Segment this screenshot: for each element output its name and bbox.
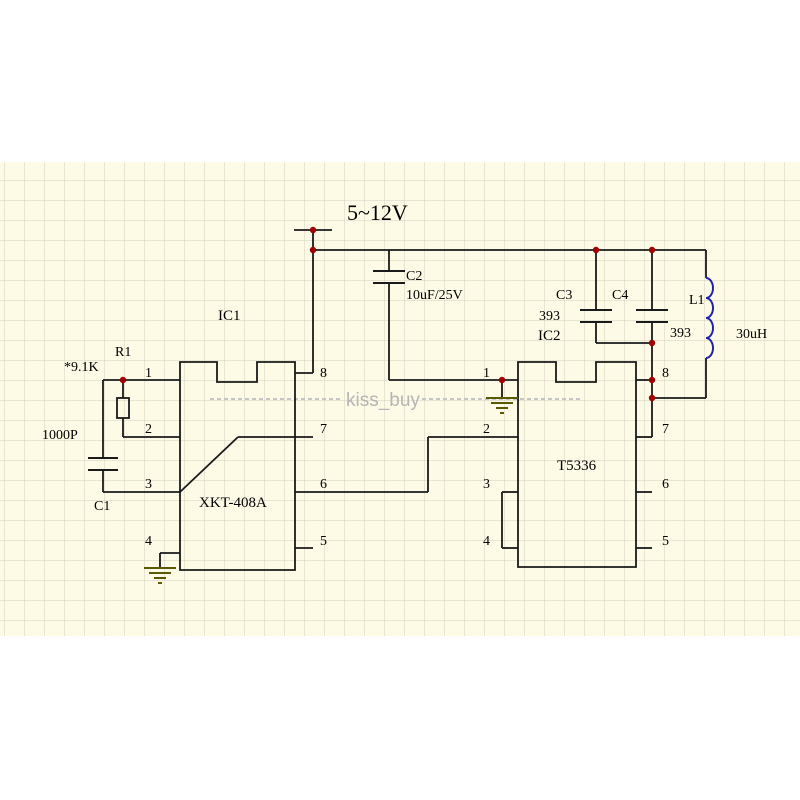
r1-ref-label: R1 xyxy=(115,345,131,360)
c4-capacitor xyxy=(636,309,668,323)
junction-dot xyxy=(648,339,656,347)
c1-capacitor xyxy=(88,457,118,471)
ic1-pin-3: 3 xyxy=(145,477,152,492)
ic1-body xyxy=(179,361,296,571)
l1-value-label: 30uH xyxy=(736,327,767,342)
ic2-pin-4: 4 xyxy=(483,534,490,549)
ic1-pin-5: 5 xyxy=(320,534,327,549)
ic2-pin-6: 6 xyxy=(662,477,669,492)
junction-dot xyxy=(119,376,127,384)
ic2-body xyxy=(517,361,637,568)
r1-value-label: *9.1K xyxy=(64,360,99,375)
c3-capacitor xyxy=(580,309,612,323)
junction-dot xyxy=(309,246,317,254)
ic2-pin-7: 7 xyxy=(662,422,669,437)
junction-dot xyxy=(309,226,317,234)
junction-dot xyxy=(648,394,656,402)
c4-value-label: 393 xyxy=(670,326,691,341)
ic1-pin-6: 6 xyxy=(320,477,327,492)
ic2-pin-8: 8 xyxy=(662,366,669,381)
wires xyxy=(102,229,707,568)
c2-value-label: 10uF/25V xyxy=(406,288,463,303)
ic1-part-label: XKT-408A xyxy=(199,495,267,511)
r1-resistor xyxy=(116,397,130,419)
ground-icon xyxy=(144,567,176,584)
c3-ref-label: C3 xyxy=(556,288,572,303)
c1-value-label: 1000P xyxy=(42,428,78,443)
ic2-ref-label: IC2 xyxy=(538,328,561,344)
ic2-pin-1: 1 xyxy=(483,366,490,381)
junction-dot xyxy=(648,376,656,384)
c1-ref-label: C1 xyxy=(94,499,110,514)
junctions xyxy=(119,226,656,402)
ic1-pin-1: 1 xyxy=(145,366,152,381)
ic1-pin-7: 7 xyxy=(320,422,327,437)
junction-dot xyxy=(592,246,600,254)
l1-ref-label: L1 xyxy=(689,293,705,308)
c4-ref-label: C4 xyxy=(612,288,628,303)
ic2-pin-5: 5 xyxy=(662,534,669,549)
ic1-pin-4: 4 xyxy=(145,534,152,549)
junction-dot xyxy=(648,246,656,254)
ic1-ref-label: IC1 xyxy=(218,308,241,324)
c3-value-label: 393 xyxy=(539,309,560,324)
ic1-pin-8: 8 xyxy=(320,366,327,381)
c2-capacitor xyxy=(373,270,405,284)
grid-background xyxy=(0,162,800,636)
c2-ref-label: C2 xyxy=(406,269,422,284)
ic2-pin-3: 3 xyxy=(483,477,490,492)
ground-icon xyxy=(486,397,518,414)
ic1-pin-2: 2 xyxy=(145,422,152,437)
l1-inductor xyxy=(705,277,714,359)
ic2-part-label: T5336 xyxy=(557,458,597,474)
watermark-text: kiss_buy xyxy=(346,390,420,411)
junction-dot xyxy=(498,376,506,384)
supply-label: 5~12V xyxy=(347,200,408,225)
ic2-pin-2: 2 xyxy=(483,422,490,437)
